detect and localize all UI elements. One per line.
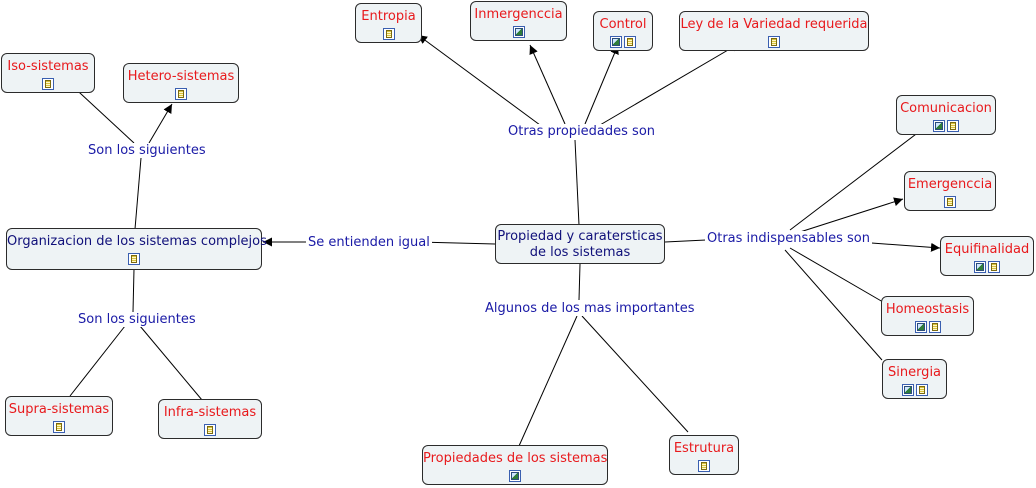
concept-hetero-sistemas-label: Hetero-sistemas: [127, 69, 235, 84]
image-resource-icon[interactable]: [933, 120, 945, 132]
concept-estrutura-label: Estrutura: [673, 441, 735, 456]
connector-otras-propiedades-to-ley: [599, 42, 741, 126]
connector-son-abajo-to-infra: [139, 325, 203, 401]
concept-supra-sistemas[interactable]: Supra-sistemas: [5, 396, 113, 436]
image-resource-icon[interactable]: [914, 321, 927, 333]
concept-ley-variedad-label: Ley de la Variedad requerida: [680, 17, 868, 32]
concept-estrutura[interactable]: Estrutura: [669, 435, 739, 475]
concept-comunicacion[interactable]: Comunicacion: [896, 95, 996, 135]
concept-ley-variedad[interactable]: Ley de la Variedad requerida: [679, 11, 869, 51]
document-resource-icon[interactable]: [204, 424, 216, 436]
link-label-otras-propiedades: Otras propiedades son: [506, 124, 658, 139]
document-resource-icon[interactable]: [944, 196, 956, 208]
concept-iso-sistemas[interactable]: Iso-sistemas: [1, 53, 95, 93]
document-resource-icon[interactable]: [698, 460, 710, 472]
connector-otras-propiedades-to-entropia: [417, 34, 541, 126]
link-label-son-abajo: Son los siguientes: [76, 312, 198, 327]
concept-entropia-label: Entropia: [361, 9, 416, 24]
concept-propiedades-sistemas[interactable]: Propiedades de los sistemas: [422, 445, 608, 485]
link-label-son-arriba: Son los siguientes: [86, 143, 208, 158]
document-resource-icon[interactable]: [42, 78, 54, 90]
concept-control-label: Control: [599, 17, 647, 32]
concept-central[interactable]: Propiedad y caratersticas de los sistema…: [495, 224, 665, 264]
document-resource-icon[interactable]: [624, 36, 636, 48]
connector-algunos-to-estrutura: [581, 315, 689, 433]
document-resource-icon[interactable]: [947, 120, 959, 132]
image-resource-icon[interactable]: [610, 36, 622, 48]
document-resource-icon[interactable]: [175, 88, 187, 100]
concept-equifinalidad[interactable]: Equifinalidad: [940, 236, 1034, 276]
concept-comunicacion-label: Comunicacion: [900, 101, 992, 116]
connector-otras-propiedades-to-control: [584, 44, 619, 125]
connector-central-to-otras-indispensables: [664, 239, 707, 243]
concept-homeostasis[interactable]: Homeostasis: [881, 296, 974, 336]
connector-otras-propiedades-to-inmergenccia: [529, 44, 566, 125]
concept-inmergenccia-label: Inmergenccia: [474, 7, 563, 22]
concept-inmergenccia[interactable]: Inmergenccia: [470, 1, 567, 41]
connector-son-arriba-to-hetero: [148, 103, 173, 144]
connector-otras-indispensables-to-emergenccia: [799, 197, 904, 233]
concept-equifinalidad-label: Equifinalidad: [944, 242, 1030, 257]
concept-organizacion-label: Organizacion de los sistemas complejos: [7, 234, 267, 249]
document-resource-icon[interactable]: [382, 28, 395, 40]
concept-infra-sistemas-label: Infra-sistemas: [163, 405, 257, 420]
connector-otras-indispensables-to-comunicacion: [789, 124, 929, 231]
connector-algunos-to-propiedades: [518, 315, 578, 447]
document-resource-icon[interactable]: [915, 384, 928, 396]
concept-control[interactable]: Control: [593, 11, 653, 51]
concept-sinergia-label: Sinergia: [887, 365, 942, 380]
concept-homeostasis-label: Homeostasis: [885, 302, 970, 317]
connector-otras-indispensables-to-homeostasis: [789, 247, 884, 303]
connector-organizacion-to-son-arriba: [134, 157, 142, 230]
link-label-algunos: Algunos de los mas importantes: [483, 301, 697, 316]
document-resource-icon[interactable]: [128, 253, 140, 265]
document-resource-icon[interactable]: [53, 421, 65, 433]
concept-organizacion[interactable]: Organizacion de los sistemas complejos: [6, 228, 267, 270]
connector-central-to-algunos: [578, 263, 581, 301]
image-resource-icon[interactable]: [974, 261, 986, 273]
link-label-se-entienden: Se entienden igual: [306, 235, 432, 250]
concept-emergenccia[interactable]: Emergenccia: [904, 171, 996, 211]
concept-hetero-sistemas[interactable]: Hetero-sistemas: [123, 63, 239, 103]
concept-propiedades-sistemas-label: Propiedades de los sistemas: [423, 451, 608, 466]
connector-central-to-otras-propiedades: [574, 139, 580, 226]
concept-supra-sistemas-label: Supra-sistemas: [8, 402, 110, 417]
link-label-otras-indispensables: Otras indispensables son: [705, 231, 872, 246]
image-resource-icon[interactable]: [512, 26, 525, 38]
concept-sinergia[interactable]: Sinergia: [882, 359, 947, 399]
image-resource-icon[interactable]: [901, 384, 914, 396]
connector-otras-indispensables-to-sinergia: [784, 249, 883, 361]
connector-son-abajo-to-supra: [69, 325, 126, 397]
connector-organizacion-to-son-abajo: [132, 268, 135, 313]
concept-entropia[interactable]: Entropia: [355, 3, 422, 43]
concept-iso-sistemas-label: Iso-sistemas: [7, 59, 89, 74]
document-resource-icon[interactable]: [768, 36, 780, 48]
concept-emergenccia-label: Emergenccia: [907, 177, 993, 192]
concept-infra-sistemas[interactable]: Infra-sistemas: [158, 399, 262, 439]
image-resource-icon[interactable]: [509, 470, 521, 482]
concept-central-line1: Propiedad y caratersticas: [497, 229, 663, 244]
document-resource-icon[interactable]: [988, 261, 1000, 273]
concept-central-line2: de los sistemas: [529, 245, 631, 260]
document-resource-icon[interactable]: [928, 321, 941, 333]
